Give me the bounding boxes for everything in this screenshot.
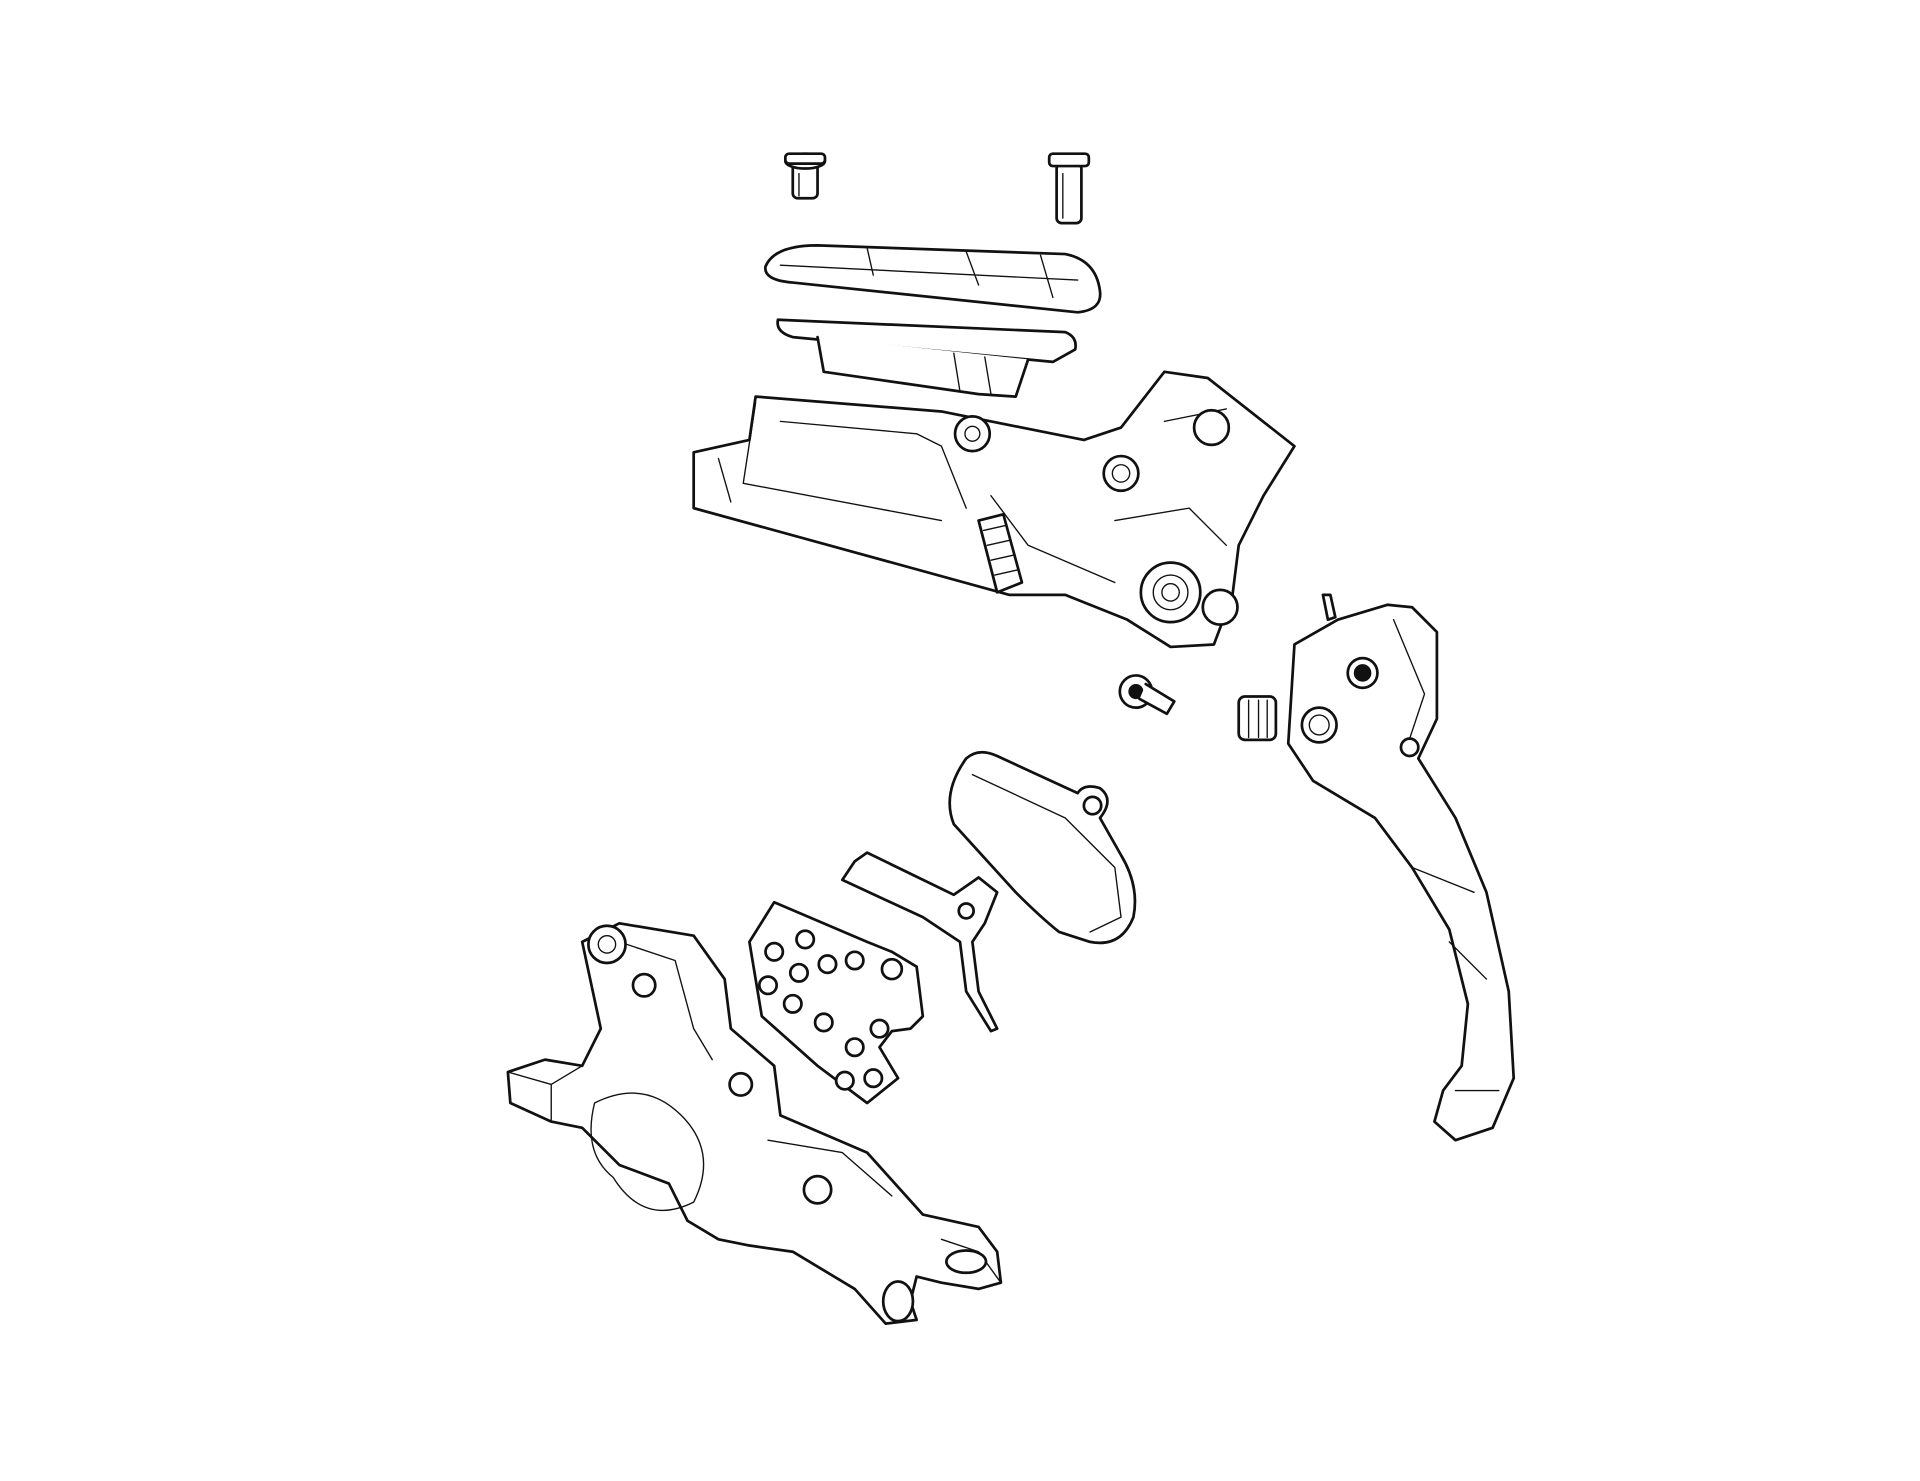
brake-lever — [1237, 593, 1516, 1142]
reservoir-diaphragm — [776, 318, 1077, 398]
brake-pad-front — [948, 750, 1137, 945]
reservoir-bolt-right — [1047, 152, 1091, 225]
brake-pad-rear — [748, 900, 925, 1105]
reservoir-cap — [764, 244, 1102, 314]
reservoir-bolt-left — [783, 152, 827, 200]
lever-pivot-screw — [1118, 674, 1176, 716]
pad-spring-clip — [840, 851, 999, 1033]
brake-caliper — [506, 921, 1003, 1325]
master-cylinder-body — [692, 370, 1296, 649]
